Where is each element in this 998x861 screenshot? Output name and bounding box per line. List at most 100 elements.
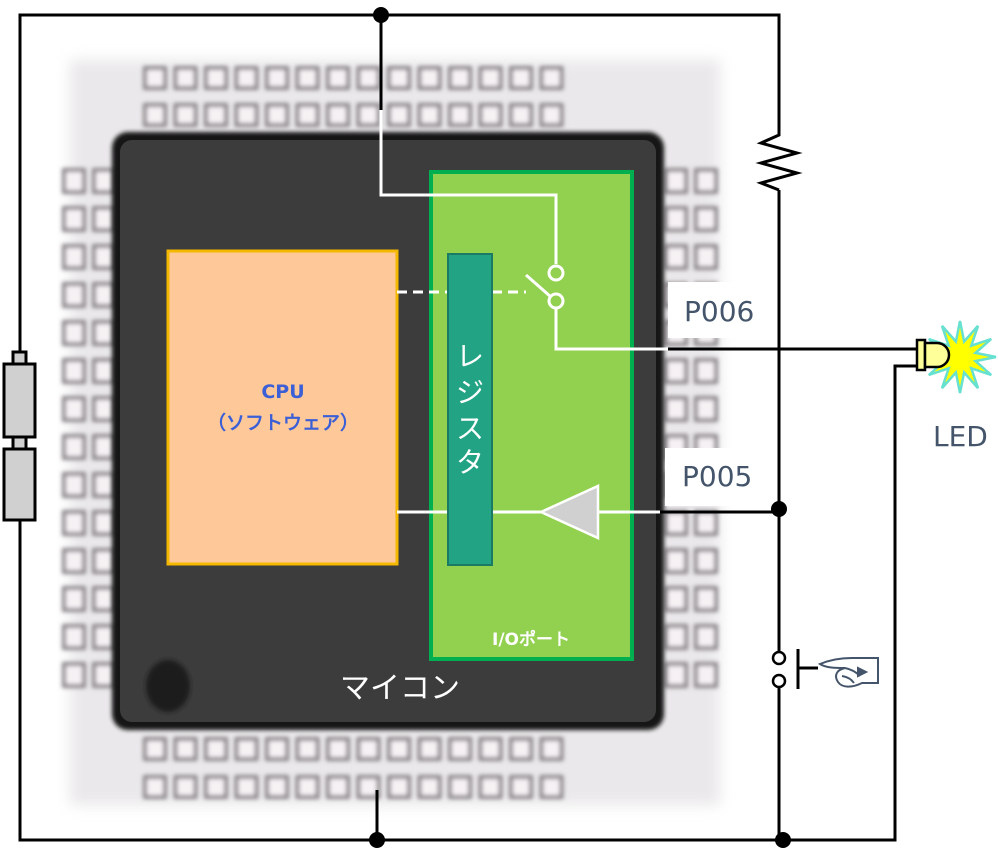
chip-pin-highlight bbox=[66, 400, 82, 418]
chip-pin-highlight bbox=[299, 70, 316, 86]
switch-contact-top bbox=[547, 264, 565, 282]
chip-pin-highlight bbox=[66, 476, 82, 494]
io-port-label: I/Oポート bbox=[492, 629, 570, 650]
chip-pin-highlight bbox=[698, 248, 714, 266]
pull-up-resistor-icon bbox=[755, 124, 803, 192]
chip-pin-highlight bbox=[543, 741, 560, 757]
chip-pin-highlight bbox=[238, 741, 255, 757]
chip-pin-highlight bbox=[421, 107, 438, 123]
input-buffer-icon bbox=[537, 484, 600, 540]
chip-pin-highlight bbox=[96, 400, 112, 418]
cpu-block: CPU （ソフトウェア） bbox=[166, 249, 399, 566]
chip-pin-highlight bbox=[208, 107, 224, 123]
chip-pin-highlight bbox=[269, 741, 285, 757]
chip-pin-highlight bbox=[668, 552, 684, 570]
led-label: LED bbox=[933, 420, 988, 453]
chip-pin-highlight bbox=[421, 779, 438, 795]
chip-pin-highlight bbox=[269, 779, 285, 795]
chip-pin-highlight bbox=[269, 107, 285, 123]
cpu-box bbox=[166, 249, 399, 566]
chip-pin-highlight bbox=[698, 590, 714, 608]
chip-pin-highlight bbox=[269, 70, 285, 86]
chip-pin-highlight bbox=[543, 779, 560, 795]
chip-pin-highlight bbox=[330, 741, 346, 757]
register-block: レ ジ ス タ bbox=[447, 253, 493, 566]
chip-pin-highlight bbox=[147, 107, 163, 123]
pin-label-p006: P006 bbox=[668, 282, 778, 338]
chip-pin-highlight bbox=[668, 210, 684, 228]
chip-pin-highlight bbox=[147, 779, 163, 795]
chip-pin-highlight bbox=[177, 779, 194, 795]
chip-pin-highlight bbox=[96, 248, 112, 266]
battery-terminal-middle bbox=[11, 435, 28, 451]
junction-dot bbox=[775, 832, 791, 848]
chip-pin-highlight bbox=[96, 210, 112, 228]
switch-lever bbox=[525, 273, 552, 299]
chip-pin-highlight bbox=[482, 107, 499, 123]
chip-pin-highlight bbox=[66, 628, 82, 646]
chip-pin-highlight bbox=[147, 741, 163, 757]
register-char-4: タ bbox=[456, 446, 484, 479]
chip-pin-highlight bbox=[66, 172, 82, 190]
junction-dot bbox=[771, 501, 787, 517]
switch-to-p006-wire bbox=[554, 307, 668, 351]
chip-pin-highlight bbox=[330, 779, 346, 795]
p006-label-bg bbox=[668, 282, 778, 338]
chip-pin-highlight bbox=[66, 552, 82, 570]
junction-dot bbox=[369, 832, 385, 848]
chip-pin-highlight bbox=[177, 741, 194, 757]
pointing-hand-icon bbox=[817, 657, 879, 688]
chip-pin-highlight bbox=[96, 362, 112, 380]
p005-label-bg bbox=[665, 448, 778, 506]
chip-pin-highlight bbox=[96, 172, 112, 190]
chip-pin-highlight bbox=[66, 438, 82, 456]
chip-pin-highlight bbox=[452, 741, 468, 757]
chip-pin-highlight bbox=[452, 779, 468, 795]
chip-pin-highlight bbox=[238, 107, 255, 123]
chip-pin-highlight bbox=[299, 779, 316, 795]
chip-label: マイコン bbox=[340, 671, 460, 706]
push-button-switch[interactable] bbox=[771, 649, 818, 689]
chip-pin-highlight bbox=[668, 172, 684, 190]
chip-pin-highlight bbox=[391, 107, 407, 123]
chip-pin-highlight bbox=[421, 70, 438, 86]
chip-pin-highlight bbox=[698, 552, 714, 570]
vcc-to-switch-wire bbox=[379, 110, 558, 264]
chip-pin-highlight bbox=[66, 514, 82, 532]
chip-pin-highlight bbox=[66, 248, 82, 266]
battery-terminal-top bbox=[11, 350, 28, 366]
switch-contact-bottom bbox=[547, 292, 565, 310]
external-wiring bbox=[18, 13, 918, 842]
chip-pin-highlight bbox=[452, 107, 468, 123]
cpu-title: CPU bbox=[261, 381, 304, 403]
chip-pin-highlight bbox=[391, 70, 407, 86]
chip-pin-highlight bbox=[96, 286, 112, 304]
chip-pin-highlight bbox=[543, 70, 560, 86]
push-switch-contact-top bbox=[771, 650, 787, 666]
chip-pin-highlight bbox=[96, 590, 112, 608]
chip-pin-highlight bbox=[452, 70, 468, 86]
chip-pin-highlight bbox=[238, 70, 255, 86]
chip-pin-highlight bbox=[698, 172, 714, 190]
chip-pin-highlight bbox=[66, 590, 82, 608]
chip-pin-highlight bbox=[668, 400, 684, 418]
chip-pin-highlight bbox=[360, 70, 377, 86]
chip-pin-highlight bbox=[66, 324, 82, 342]
chip-pin-highlight bbox=[177, 70, 194, 86]
register-char-1: レ bbox=[456, 340, 484, 373]
bottom-rail-wire bbox=[18, 518, 779, 842]
led-icon bbox=[915, 320, 997, 394]
chip-pin-highlight bbox=[330, 107, 346, 123]
chip-pin-highlight bbox=[668, 666, 684, 684]
p005-label: P005 bbox=[682, 460, 752, 493]
chip-pin-highlight bbox=[698, 666, 714, 684]
chip-pin-highlight bbox=[391, 779, 407, 795]
led-to-ground-wire bbox=[779, 364, 918, 842]
chip-pin-highlight bbox=[698, 514, 714, 532]
chip-pin-highlight bbox=[698, 400, 714, 418]
p006-label: P006 bbox=[684, 295, 754, 328]
chip-pin-highlight bbox=[66, 210, 82, 228]
chip-pin-highlight bbox=[698, 210, 714, 228]
chip-pin-highlight bbox=[299, 107, 316, 123]
